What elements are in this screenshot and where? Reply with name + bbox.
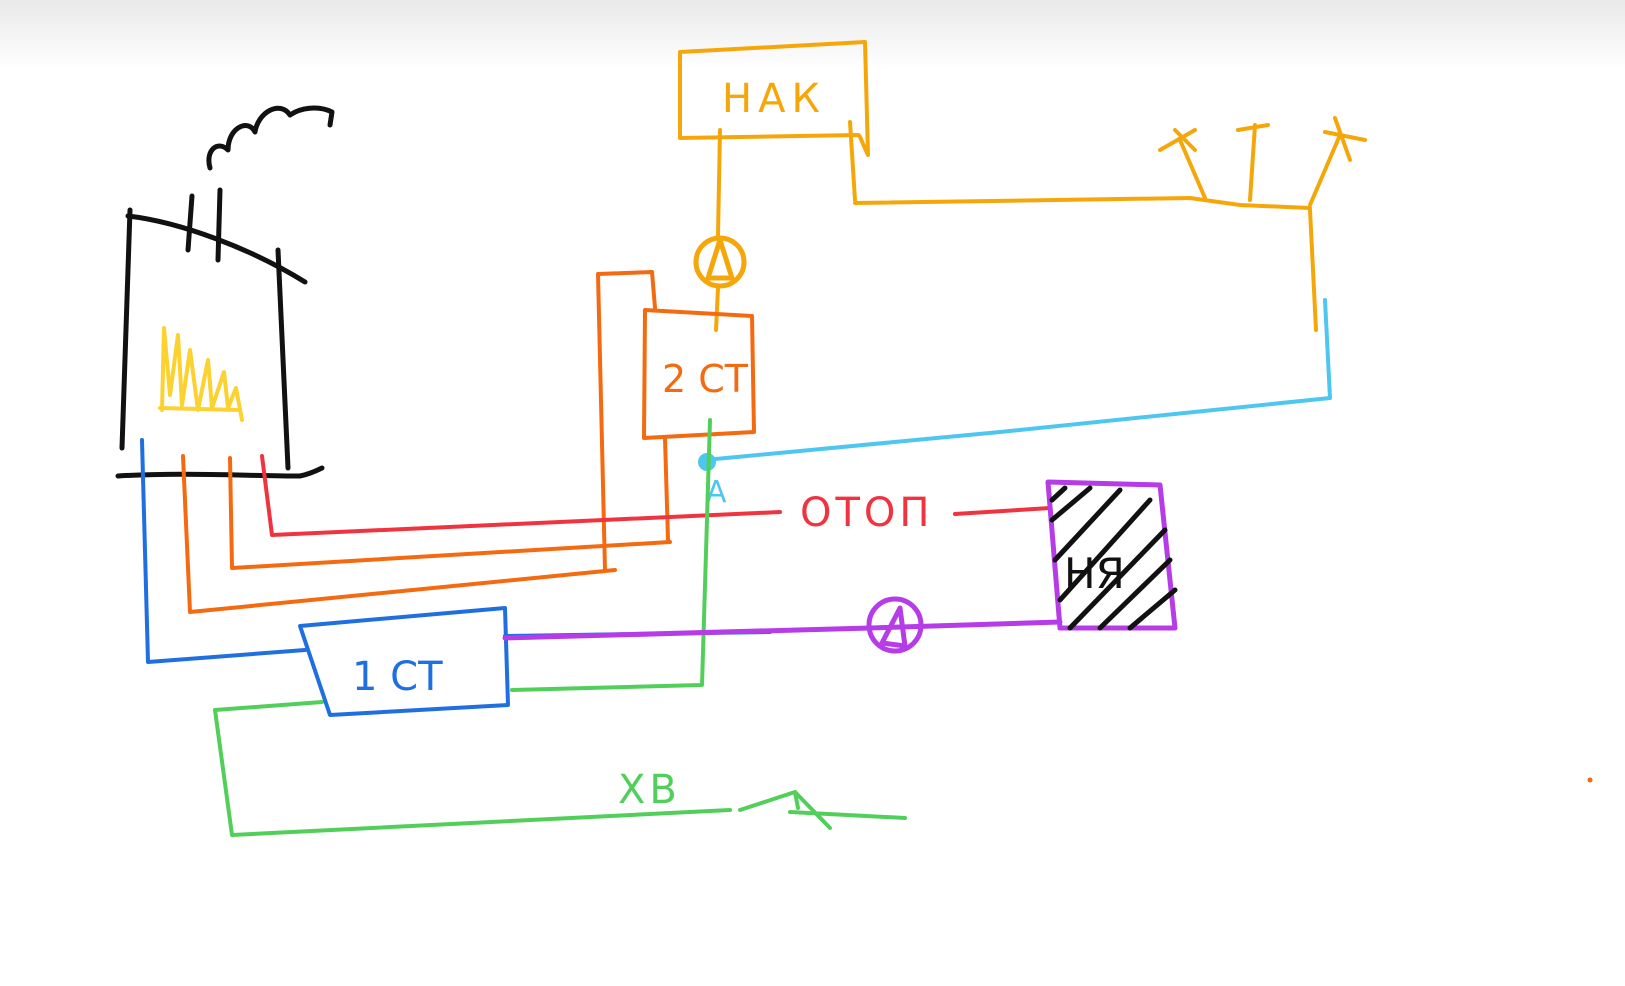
radiator-loop-line	[502, 619, 1063, 641]
stove	[115, 105, 335, 479]
stage1-label: 1 СТ	[352, 654, 443, 700]
heating-radiator-line	[953, 506, 1052, 516]
stove-chimney-right	[215, 187, 223, 263]
cold-water-label: ХВ	[618, 767, 681, 813]
consumer-branch-1	[1158, 128, 1207, 200]
stray-dot	[1587, 777, 1593, 783]
stage2-inner-pipe	[663, 436, 670, 542]
stage2-side-pipe	[596, 270, 657, 572]
accumulator-label: НАК	[722, 76, 826, 122]
consumer-branch-3	[1308, 116, 1367, 207]
stage1-stove-pipe	[140, 438, 307, 664]
heating-label: ОТОП	[800, 490, 933, 536]
cold-water-riser	[510, 418, 712, 692]
accumulator-supply-line	[853, 196, 1312, 210]
stage1-heater	[140, 438, 772, 717]
stove-left-wall	[119, 207, 133, 451]
cold-water-intake	[213, 700, 732, 837]
stove-right-wall	[275, 247, 291, 471]
stove-outlet-orange-1	[228, 456, 672, 570]
accumulator	[678, 40, 1367, 332]
radiator	[1045, 479, 1178, 631]
stove-smoke	[206, 105, 335, 171]
stove-roof	[125, 213, 308, 285]
pump-to-stage2-pipe	[714, 286, 720, 332]
radiator-pump-icon	[866, 596, 924, 654]
flame-icon	[158, 326, 244, 422]
stove-chimney-left	[185, 193, 195, 253]
radiator-label: НЯ	[1064, 549, 1125, 598]
cold-water-arrow-icon	[738, 790, 907, 830]
return-line	[703, 298, 1332, 462]
accumulator-box	[678, 40, 870, 157]
stage1-box	[298, 606, 510, 717]
accumulator-down-pipe	[716, 128, 722, 237]
radiator-frame	[1045, 479, 1178, 631]
consumer-branch-2	[1236, 123, 1270, 202]
stage2-label: 2 СТ	[662, 357, 749, 401]
stove-floor	[115, 465, 325, 479]
stove-outlet-orange-2	[181, 454, 617, 614]
valve-mark: А	[706, 475, 727, 510]
cold-water-line	[213, 418, 907, 837]
top-shade	[0, 0, 1625, 70]
stage2-heater	[181, 270, 756, 614]
radiator-hatching	[1049, 485, 1178, 631]
accumulator-pump-icon	[693, 235, 747, 289]
stage2-box	[642, 308, 756, 440]
return-riser-orange	[1308, 208, 1318, 332]
heating-supply-line	[260, 454, 782, 537]
accumulator-outlet	[848, 120, 857, 202]
